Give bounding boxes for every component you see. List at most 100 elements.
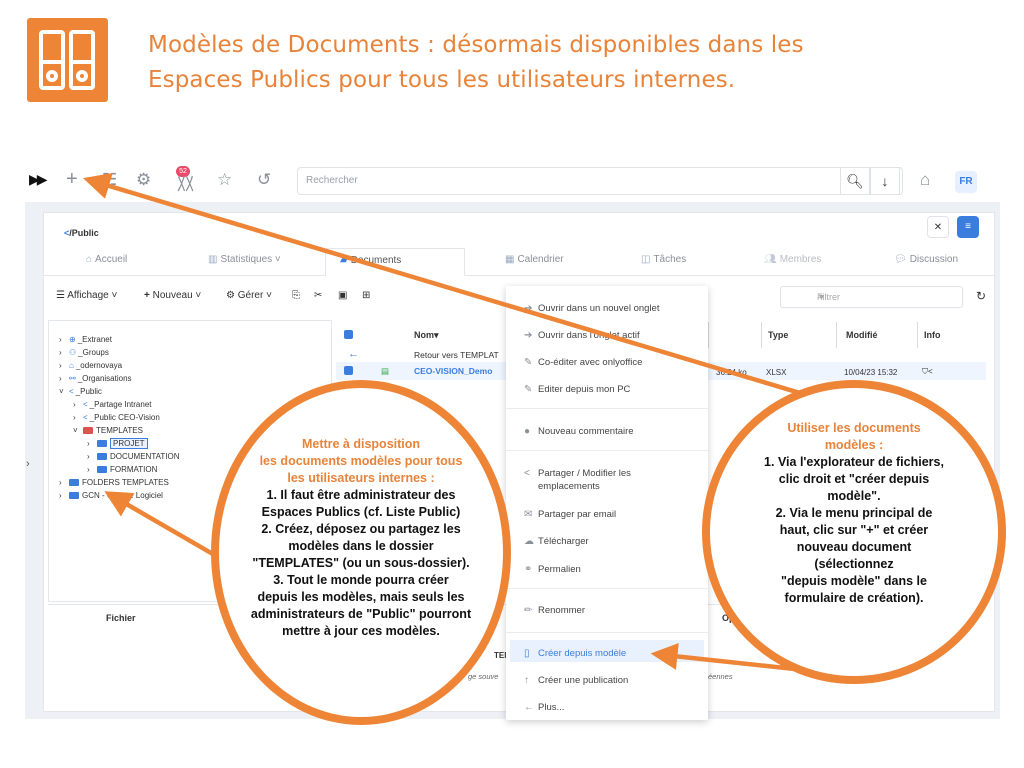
tree-icon[interactable]: ☷ bbox=[102, 170, 118, 189]
tab-discussion[interactable]: 💬︎Discussion bbox=[894, 254, 959, 265]
top-toolbar: ▶▶ + ☷ ⚙ 52 〷 ☆ ↺ Rechercher 🔍︎ ↓ ⌂ FR bbox=[25, 160, 1005, 204]
shield-share-icon[interactable]: ⛉< bbox=[922, 367, 933, 376]
edit-icon: ✎ bbox=[524, 357, 533, 368]
tree-node[interactable]: ›FOLDERS TEMPLATES bbox=[59, 478, 169, 487]
folder-icon bbox=[69, 492, 79, 499]
tree-node[interactable]: ˅<_Public bbox=[59, 387, 102, 396]
tab-calendrier[interactable]: ▦Calendrier bbox=[505, 254, 564, 265]
menu-item-comment[interactable]: ●Nouveau commentaire bbox=[524, 426, 634, 437]
mail-icon: ✉ bbox=[524, 509, 533, 520]
breadcrumb[interactable]: </Public bbox=[64, 228, 99, 238]
cart-icon[interactable]: ⊞ bbox=[362, 290, 371, 301]
tab-membres[interactable]: 👥︎Membres bbox=[764, 254, 822, 265]
menu-item-open-new-tab[interactable]: ➔Ouvrir dans un nouvel onglet bbox=[524, 303, 660, 314]
back-arrow-icon[interactable]: ← bbox=[348, 348, 359, 360]
copy-icon[interactable]: ⎘ bbox=[292, 290, 300, 301]
tree-node-selected[interactable]: ›PROJET bbox=[87, 438, 148, 449]
search-icon: 🔍︎ bbox=[846, 173, 864, 189]
affichage-button[interactable]: ☰ Affichage ˅ bbox=[56, 290, 118, 301]
menu-item-share-email[interactable]: ✉Partager par email bbox=[524, 509, 617, 520]
menu-item-rename[interactable]: ✏Renommer bbox=[524, 605, 585, 616]
language-button[interactable]: FR bbox=[955, 171, 977, 193]
callout-right-line-3: modèle". bbox=[827, 489, 881, 503]
arrow-left-icon: ← bbox=[524, 702, 534, 713]
share-icon: < bbox=[83, 413, 88, 422]
select-all-checkbox[interactable] bbox=[344, 330, 353, 339]
tree-node[interactable]: ›<_Partage Intranet bbox=[73, 400, 152, 409]
plus-icon: + bbox=[144, 290, 150, 301]
link-icon: ⚭ bbox=[524, 564, 533, 575]
chevron-right-icon[interactable]: › bbox=[26, 458, 30, 470]
star-icon[interactable]: ☆ bbox=[217, 170, 233, 189]
share-icon: < bbox=[69, 387, 74, 396]
menu-item-edit-pc[interactable]: ✎Editer depuis mon PC bbox=[524, 384, 631, 395]
tab-statistiques[interactable]: ▥Statistiques ˅ bbox=[208, 254, 281, 265]
menu-item-coedit[interactable]: ✎Co-éditer avec onlyoffice bbox=[524, 357, 643, 368]
callout-left-title-2: les documents modèles pour tous bbox=[259, 454, 463, 468]
tree-node[interactable]: ›⊕_Extranet bbox=[59, 335, 112, 344]
refresh-icon[interactable]: ↻ bbox=[976, 289, 987, 303]
tab-accueil[interactable]: ⌂Accueil bbox=[86, 254, 128, 265]
file-size: 36.24 ko bbox=[716, 368, 747, 377]
menu-button[interactable]: ≡ bbox=[957, 216, 979, 238]
filter-input[interactable]: ▼ Filtrer bbox=[780, 286, 963, 308]
fast-forward-icon[interactable]: ▶▶ bbox=[29, 171, 47, 187]
menu-item-create-from-template[interactable]: ▯Créer depuis modèle bbox=[524, 648, 627, 659]
menu-item-create-publication[interactable]: ↑Créer une publication bbox=[524, 675, 629, 686]
callout-left-line-5: "TEMPLATES" (ou un sous-dossier). bbox=[252, 556, 470, 570]
column-header-type[interactable]: Type bbox=[768, 330, 789, 340]
tree-node[interactable]: ˅TEMPLATES bbox=[73, 426, 143, 435]
org-icon: ⚯ bbox=[69, 374, 76, 383]
notification-badge: 52 bbox=[176, 166, 190, 177]
history-icon[interactable]: ↺ bbox=[257, 170, 272, 189]
paste-icon[interactable]: ▣ bbox=[338, 290, 348, 301]
menu-divider bbox=[506, 588, 708, 589]
arrow-right-icon: ➔ bbox=[524, 303, 533, 314]
menu-item-download[interactable]: ☁Télécharger bbox=[524, 536, 589, 547]
callout-left-line-2: Espaces Publics (cf. Liste Public) bbox=[261, 505, 461, 519]
headline: Modèles de Documents : désormais disponi… bbox=[148, 28, 988, 98]
tree-node[interactable]: ›⌂_odernovaya bbox=[59, 361, 123, 370]
menu-item-open-active-tab[interactable]: ➔Ouvrir dans l'onglet actif bbox=[524, 330, 640, 341]
rss-icon[interactable]: 〷 bbox=[177, 175, 194, 194]
callout-right-title-1: Utiliser les documents bbox=[787, 421, 921, 435]
folder-icon bbox=[69, 479, 79, 486]
file-name-link[interactable]: CEO-VISION_Demo bbox=[414, 366, 493, 376]
tree-node[interactable]: ›⚯_Organisations bbox=[59, 374, 132, 383]
gear-icon[interactable]: ⚙ bbox=[136, 170, 152, 189]
basket-icon[interactable]: ⌂ bbox=[920, 170, 931, 189]
hamburger-icon: ≡ bbox=[965, 221, 971, 232]
column-header-name[interactable]: Nom▾ bbox=[414, 330, 439, 340]
ten-fragment: TEN bbox=[494, 651, 510, 660]
tree-node[interactable]: ›<_Public CEO-Vision bbox=[73, 413, 160, 422]
folder-icon bbox=[83, 427, 93, 434]
tree-node[interactable]: ›⚇_Groups bbox=[59, 348, 109, 357]
menu-divider bbox=[506, 450, 708, 451]
menu-item-more[interactable]: ←Plus... bbox=[524, 702, 565, 713]
column-header-info[interactable]: Info bbox=[924, 330, 941, 340]
expand-button[interactable]: ✕ bbox=[927, 216, 949, 238]
download-button[interactable]: ↓ bbox=[870, 167, 900, 195]
expand-icon: ✕ bbox=[933, 222, 943, 233]
back-row-label[interactable]: Retour vers TEMPLAT bbox=[414, 350, 499, 360]
tree-node[interactable]: ›GCN - Groupe Logiciel bbox=[59, 491, 163, 500]
menu-item-permalink[interactable]: ⚭Permalien bbox=[524, 564, 581, 575]
search-input[interactable]: Rechercher bbox=[297, 167, 903, 195]
share-icon: < bbox=[64, 228, 70, 238]
tree-node[interactable]: ›DOCUMENTATION bbox=[87, 452, 180, 461]
callout-right-line-4: 2. Via le menu principal de bbox=[775, 506, 933, 520]
tab-documents[interactable]: ▰Documents bbox=[325, 248, 465, 276]
search-button[interactable]: 🔍︎ bbox=[840, 167, 870, 195]
cut-icon[interactable]: ✂ bbox=[314, 290, 323, 301]
tab-taches[interactable]: ◫Tâches bbox=[641, 254, 687, 265]
nouveau-button[interactable]: + Nouveau ˅ bbox=[144, 290, 202, 301]
callout-right: Utiliser les documents modèles : 1. Via … bbox=[702, 380, 1006, 684]
gerer-button[interactable]: ⚙ Gérer ˅ bbox=[226, 290, 272, 301]
tree-node[interactable]: ›FORMATION bbox=[87, 465, 158, 474]
column-header-modified[interactable]: Modifié bbox=[846, 330, 878, 340]
cloud-download-icon: ☁ bbox=[524, 536, 534, 547]
globe-icon: ⊕ bbox=[69, 335, 76, 344]
row-checkbox[interactable] bbox=[344, 366, 353, 375]
plus-icon[interactable]: + bbox=[66, 168, 78, 190]
